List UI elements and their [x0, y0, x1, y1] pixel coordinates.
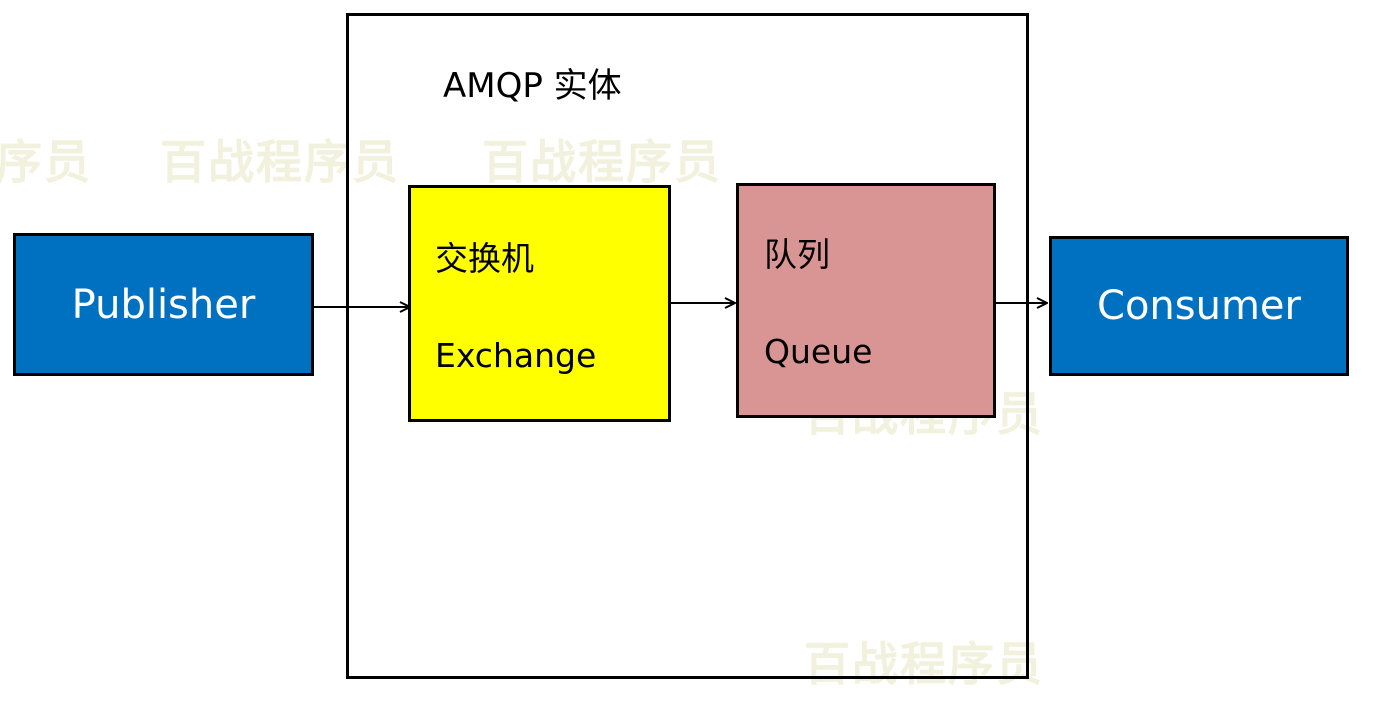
- amqp-entity-frame: [346, 13, 1029, 679]
- exchange-label-en: Exchange: [435, 336, 597, 375]
- publisher-label: Publisher: [71, 281, 256, 328]
- queue-label-cn: 队列: [764, 235, 830, 274]
- exchange-box: 交换机 Exchange: [408, 185, 671, 422]
- watermark-text: 序员: [0, 135, 92, 189]
- amqp-entity-title: AMQP 实体: [443, 66, 622, 106]
- publisher-box: Publisher: [13, 233, 314, 376]
- exchange-label-cn: 交换机: [435, 239, 534, 278]
- consumer-box: Consumer: [1049, 236, 1349, 376]
- queue-label-en: Queue: [764, 332, 873, 371]
- queue-box: 队列 Queue: [736, 183, 996, 418]
- consumer-label: Consumer: [1097, 283, 1301, 329]
